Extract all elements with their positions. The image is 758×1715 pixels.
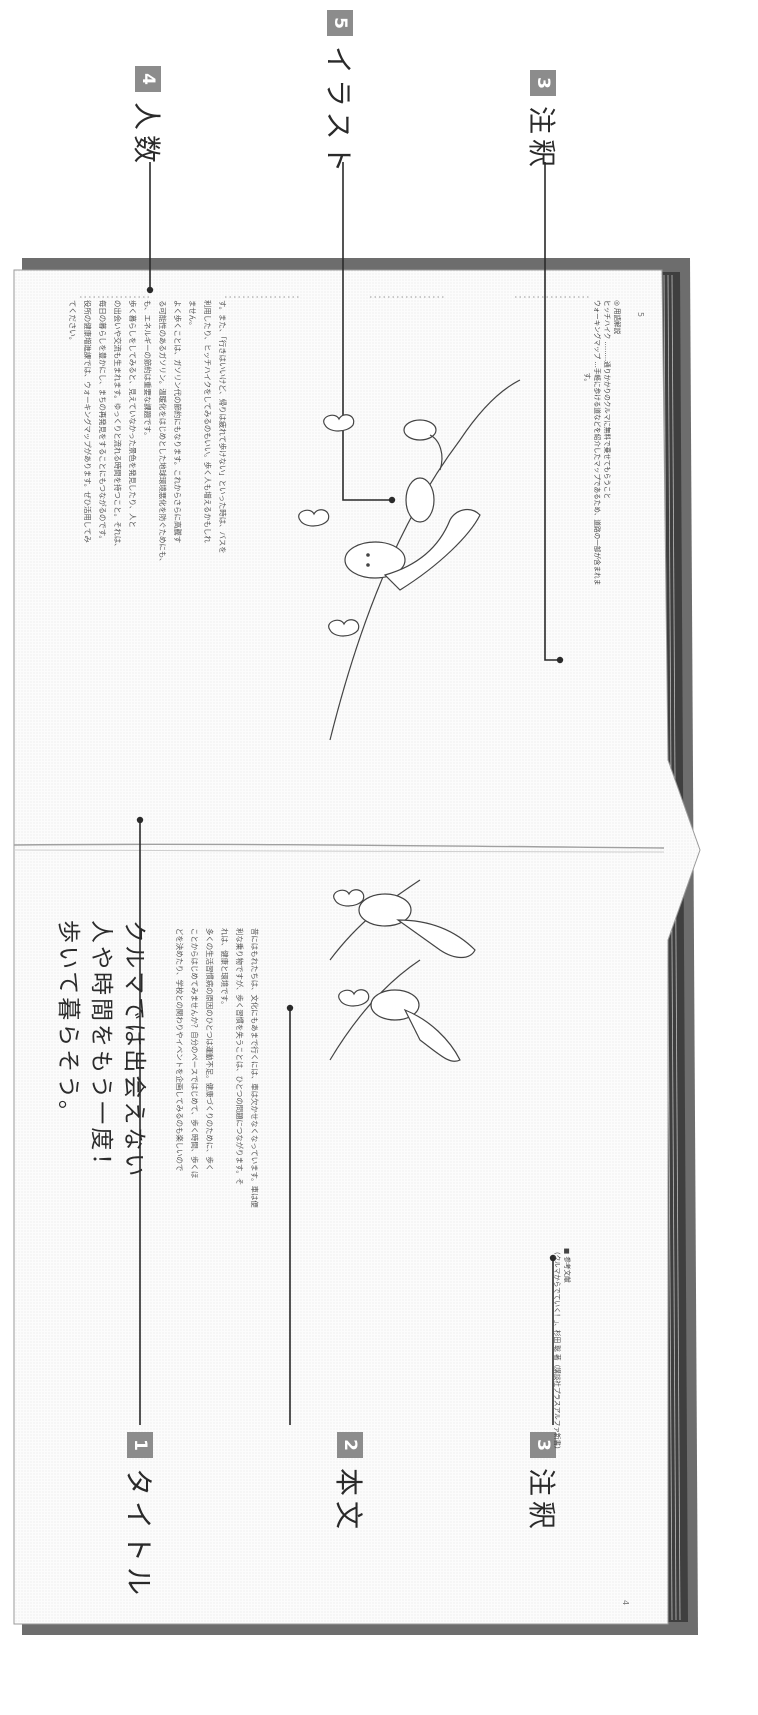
label-note-bottom-text: 注釈 bbox=[525, 1468, 558, 1535]
walking-pair-illustration bbox=[329, 879, 476, 1062]
note-line: す。 bbox=[583, 300, 591, 386]
left-page-number: 4 bbox=[621, 1600, 630, 1606]
body-line: 利な乗り物ですが、歩く習慣を失うことは、ひとつの問題につながります。そ bbox=[235, 928, 244, 1186]
title-line: 人や時間をもう一度！ bbox=[88, 920, 114, 1180]
book-spine bbox=[13, 843, 665, 849]
body-line: れは、健康と環境です。 bbox=[220, 928, 229, 1009]
badge-people: 4 bbox=[135, 66, 161, 92]
label-illustration-text: イラスト bbox=[322, 46, 355, 178]
left-page-note: ■ 参考文献 （クルマからでていく！」、杉田 聡 著（講談社プラスアルファ新書） bbox=[552, 1248, 572, 1453]
body-line: よく歩くことは、ガソリン代の節約にもなります。これからさらに高騰す bbox=[173, 300, 182, 544]
left-page-body: 昔にはもれたちは、文化にもあまで行くには、車は欠かせなくなっています。車は便 利… bbox=[172, 928, 262, 1208]
right-page-body: す。また、「行きはいいけど、帰りは疲れて歩けない」といった時は、バスを 利用した… bbox=[65, 300, 230, 565]
badge-body: 2 bbox=[337, 1432, 363, 1458]
label-note-top-text: 注釈 bbox=[525, 106, 558, 173]
label-title: 1 タイトル bbox=[120, 1432, 160, 1600]
body-line: ません。 bbox=[188, 300, 197, 330]
note-line: ヒッチハイク ………通りかかりのクルマに無料で乗せてもらうこと bbox=[603, 300, 611, 500]
badge-illustration: 5 bbox=[327, 10, 353, 36]
body-line: 歩く暮らしをしてみると、見えていなかった景色を発見したり、人と bbox=[128, 300, 137, 528]
leader-dots bbox=[136, 286, 564, 1262]
body-line: てください。 bbox=[68, 300, 77, 345]
leader-lines bbox=[139, 162, 560, 1425]
note-line: ◎ 用語解説 bbox=[613, 300, 621, 335]
label-title-text: タイトル bbox=[122, 1468, 155, 1601]
label-body-text: 本文 bbox=[332, 1468, 365, 1535]
body-line: どを決めたり、学校との関わりやイベントを企画してみるのも楽しいので bbox=[175, 928, 184, 1172]
body-line: の出会いや交流も生まれます。ゆっくりと流れる時間を持つこと。それは、 bbox=[113, 300, 122, 551]
walking-character-illustration bbox=[298, 379, 521, 741]
label-people: 4 人数 bbox=[128, 66, 168, 168]
note-line: ウォーキングマップ …手軽に歩ける道などを紹介したマップであるため、道路の一部が… bbox=[593, 300, 601, 586]
badge-title: 1 bbox=[127, 1432, 153, 1458]
page-spread bbox=[13, 269, 701, 1625]
body-line: も、エネルギーの節約は重要な課題です。 bbox=[143, 300, 152, 440]
badge-note-top: 3 bbox=[530, 70, 556, 96]
right-page-note: ◎ 用語解説 ヒッチハイク ………通りかかりのクルマに無料で乗せてもらうこと ウ… bbox=[582, 300, 622, 585]
body-line: 毎日の暮らしを豊かにし、まちの再発見をすることにもつながるのです。 bbox=[98, 300, 107, 543]
body-line: 利用したり、ヒッチハイクをしてみるのもいい。歩く人も増えるかもしれ bbox=[203, 300, 212, 543]
body-line: ことからはじめてみませんか？自分のペースではじめて、歩く時間、歩くほ bbox=[190, 928, 199, 1179]
body-line: す。また、「行きはいいけど、帰りは疲れて歩けない」といった時は、バスを bbox=[218, 300, 227, 554]
label-people-text: 人数 bbox=[130, 102, 163, 169]
title-line: クルマでは出会えない bbox=[121, 920, 147, 1180]
title-line: 歩いて暮らそう。 bbox=[55, 920, 81, 1126]
label-note-top: 3 注釈 bbox=[523, 70, 563, 172]
note-line: （クルマからでていく！」、杉田 聡 著（講談社プラスアルファ新書） bbox=[553, 1248, 561, 1453]
body-line: る可能性のあるガソリン。温暖化をはじめとした地球環境悪化を防ぐためにも、 bbox=[158, 300, 167, 566]
body-line: 役所の健康増進課では、ウォーキングマップがあります。ぜひ活用してみ bbox=[83, 300, 92, 543]
right-page-number: 5 bbox=[636, 312, 645, 318]
note-line: ■ 参考文献 bbox=[563, 1248, 571, 1283]
left-page-title: クルマでは出会えない 人や時間をもう一度！ 歩いて暮らそう。 bbox=[51, 920, 150, 1179]
label-illustration: 5 イラスト bbox=[320, 10, 360, 177]
body-line: 多くの生活習慣病の原因のひとつは運動不足。健康づくりのために、歩く bbox=[205, 928, 214, 1172]
label-body: 2 本文 bbox=[330, 1432, 370, 1534]
body-line: 昔にはもれたちは、文化にもあまで行くには、車は欠かせなくなっています。車は便 bbox=[250, 928, 259, 1208]
